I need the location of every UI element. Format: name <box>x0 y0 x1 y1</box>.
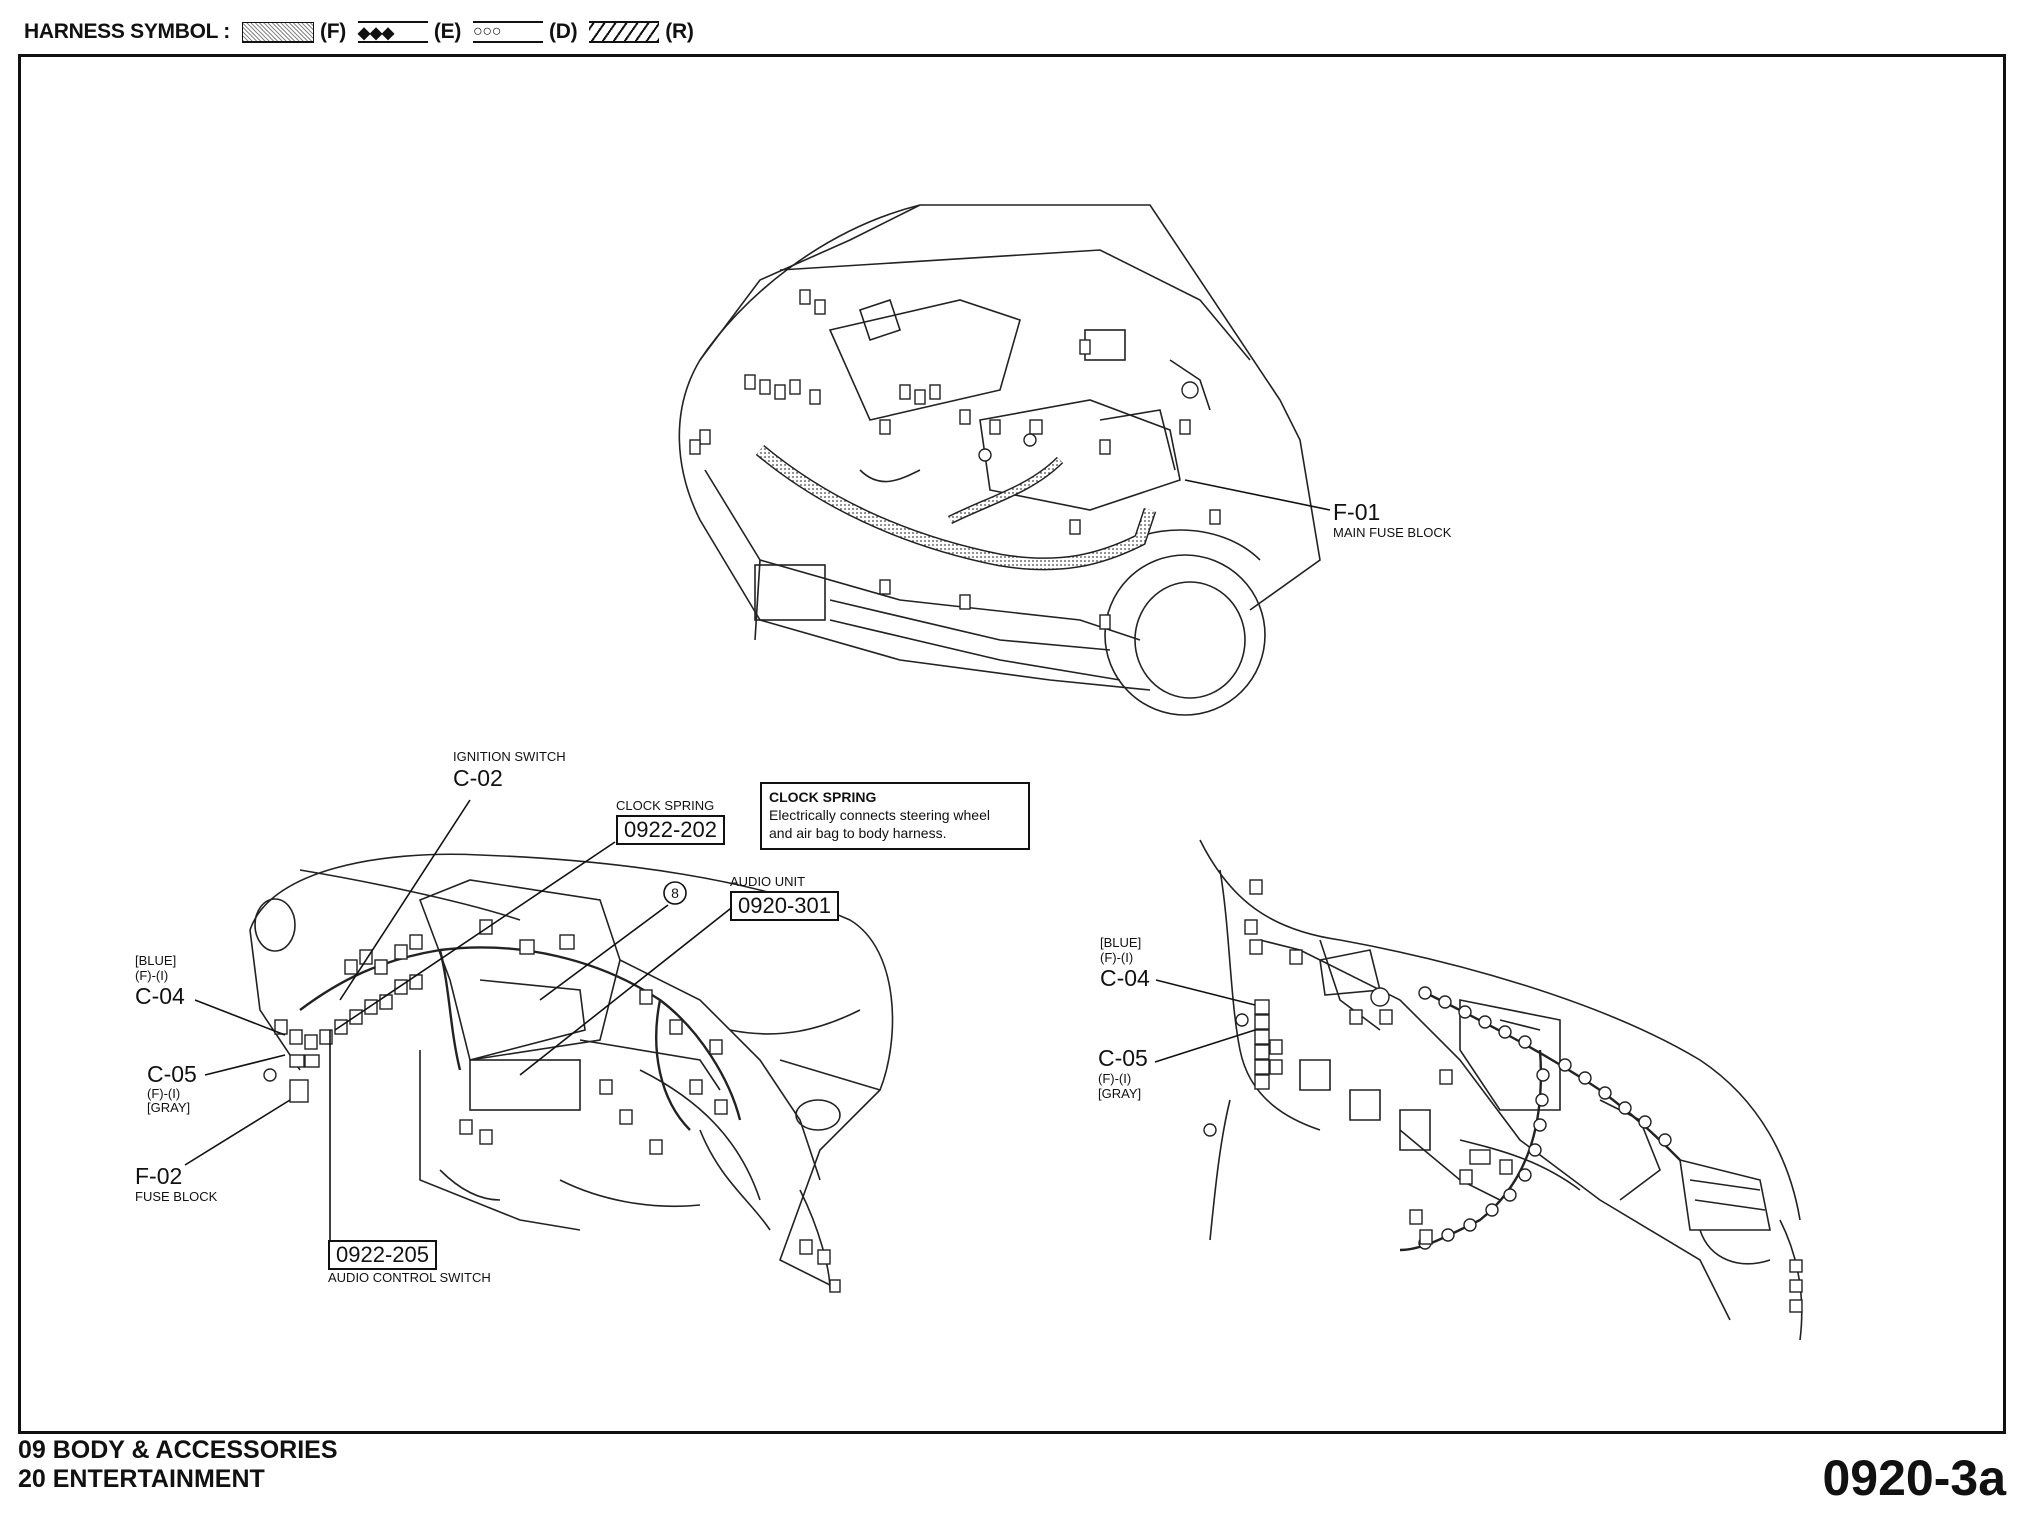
section-line-2: 20 ENTERTAINMENT <box>18 1465 265 1493</box>
cabin-side-illustration <box>1154 839 1803 1341</box>
legend-item-e: ◆◆◆ (E) <box>357 20 462 44</box>
dash-c05-position: (F)-(I) <box>147 1086 181 1101</box>
circled-number-8 <box>663 881 687 905</box>
ignition-switch-label: IGNITION SWITCH <box>453 749 566 764</box>
section-footer: 09 BODY & ACCESSORIES 20 ENTERTAINMENT <box>18 1436 338 1494</box>
harness-legend: HARNESS SYMBOL : (F) ◆◆◆ (E) ○○○ (D) (R) <box>24 14 694 50</box>
ignition-switch-code: C-02 <box>453 765 503 791</box>
dash-c04-color: [BLUE] <box>135 953 177 968</box>
side-c04-color: [BLUE] <box>1100 935 1142 950</box>
side-c05-position: (F)-(I) <box>1098 1071 1132 1086</box>
clock-spring-ref-link[interactable]: 0922-202 <box>616 815 725 845</box>
side-c05-color: [GRAY] <box>1098 1086 1142 1101</box>
diagram-frame <box>18 54 2006 1434</box>
dash-c04-code: C-04 <box>135 983 185 1009</box>
dash-c05-color: [GRAY] <box>147 1100 191 1115</box>
dashboard-illustration <box>184 799 894 1293</box>
audio-control-switch-label: AUDIO CONTROL SWITCH <box>328 1270 491 1285</box>
f01-code: F-01 <box>1333 499 1381 525</box>
legend-item-d: ○○○ (D) <box>473 20 578 44</box>
dotted-harness-symbol <box>242 21 314 43</box>
dash-c04-position: (F)-(I) <box>135 968 169 983</box>
legend-item-r: (R) <box>589 20 694 44</box>
legend-code-d: (D) <box>549 20 578 43</box>
info-title: CLOCK SPRING <box>769 789 877 805</box>
clock-spring-info-box: CLOCK SPRING Electrically connects steer… <box>760 782 1030 850</box>
section-line-1: 09 BODY & ACCESSORIES <box>18 1436 338 1464</box>
side-c04-code: C-04 <box>1100 965 1150 991</box>
legend-code-e: (E) <box>433 20 462 43</box>
f02-label: FUSE BLOCK <box>135 1189 218 1204</box>
dash-c05-code: C-05 <box>147 1061 197 1087</box>
info-line-2: and air bag to body harness. <box>769 825 947 841</box>
hatched-harness-symbol <box>589 21 660 43</box>
legend-code-f: (F) <box>320 20 346 43</box>
legend-item-f: (F) <box>242 20 346 44</box>
audio-control-switch-ref-link[interactable]: 0922-205 <box>328 1240 437 1270</box>
audio-unit-ref-link[interactable]: 0920-301 <box>730 891 839 921</box>
f01-label: MAIN FUSE BLOCK <box>1333 525 1452 540</box>
f02-code: F-02 <box>135 1163 183 1189</box>
legend-title: HARNESS SYMBOL : <box>24 20 230 43</box>
info-line-1: Electrically connects steering wheel <box>769 807 990 823</box>
page-code: 0920-3a <box>1822 1450 2007 1506</box>
engine-bay-illustration <box>678 204 1331 716</box>
circled-8-text: 8 <box>671 885 679 901</box>
side-c05-code: C-05 <box>1098 1045 1148 1071</box>
diamond-harness-symbol: ◆◆◆ <box>357 21 428 43</box>
circle-harness-symbol: ○○○ <box>473 21 544 43</box>
clock-spring-label: CLOCK SPRING <box>616 798 715 813</box>
audio-unit-label: AUDIO UNIT <box>730 874 806 889</box>
legend-code-r: (R) <box>665 20 694 43</box>
side-c04-position: (F)-(I) <box>1100 950 1134 965</box>
